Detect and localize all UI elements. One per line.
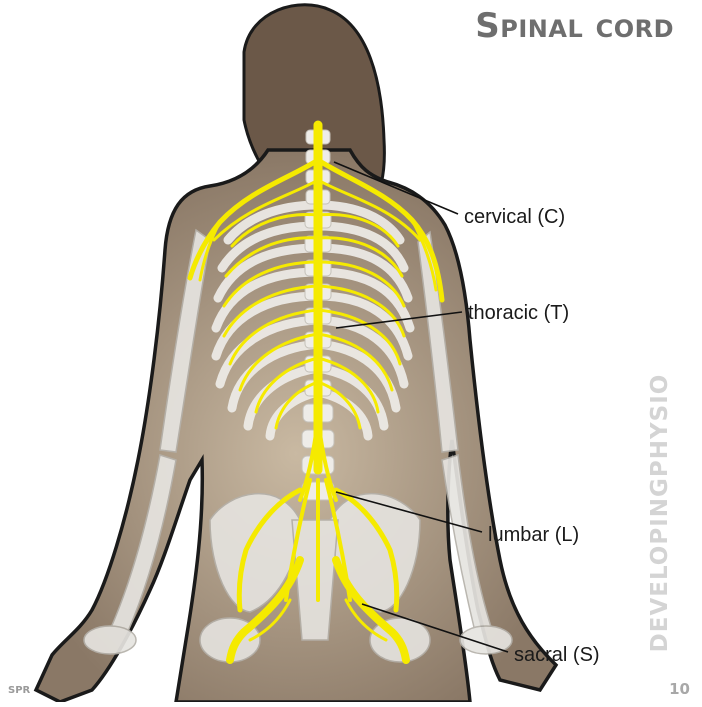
label-cervical: cervical (C)	[464, 206, 566, 228]
page-title: Spinal cord	[475, 6, 674, 46]
artist-credit: SPR	[8, 685, 31, 696]
leader-line-lumbar	[335, 491, 483, 533]
brand-watermark: DEVELOPINGPHYSIO	[647, 373, 673, 653]
leader-line-cervical	[333, 161, 459, 215]
leader-line-sacral	[361, 603, 509, 653]
label-lumbar: lumbar (L)	[488, 524, 580, 546]
spinal-nerves	[187, 120, 445, 664]
leader-line-thoracic	[335, 311, 463, 329]
label-thoracic: thoracic (T)	[468, 302, 570, 324]
page-number: 10	[669, 680, 690, 698]
leader-lines	[333, 161, 509, 653]
arm-bones	[83, 228, 513, 655]
rib-cage	[211, 200, 415, 441]
label-sacral: sacral (S)	[514, 644, 600, 666]
